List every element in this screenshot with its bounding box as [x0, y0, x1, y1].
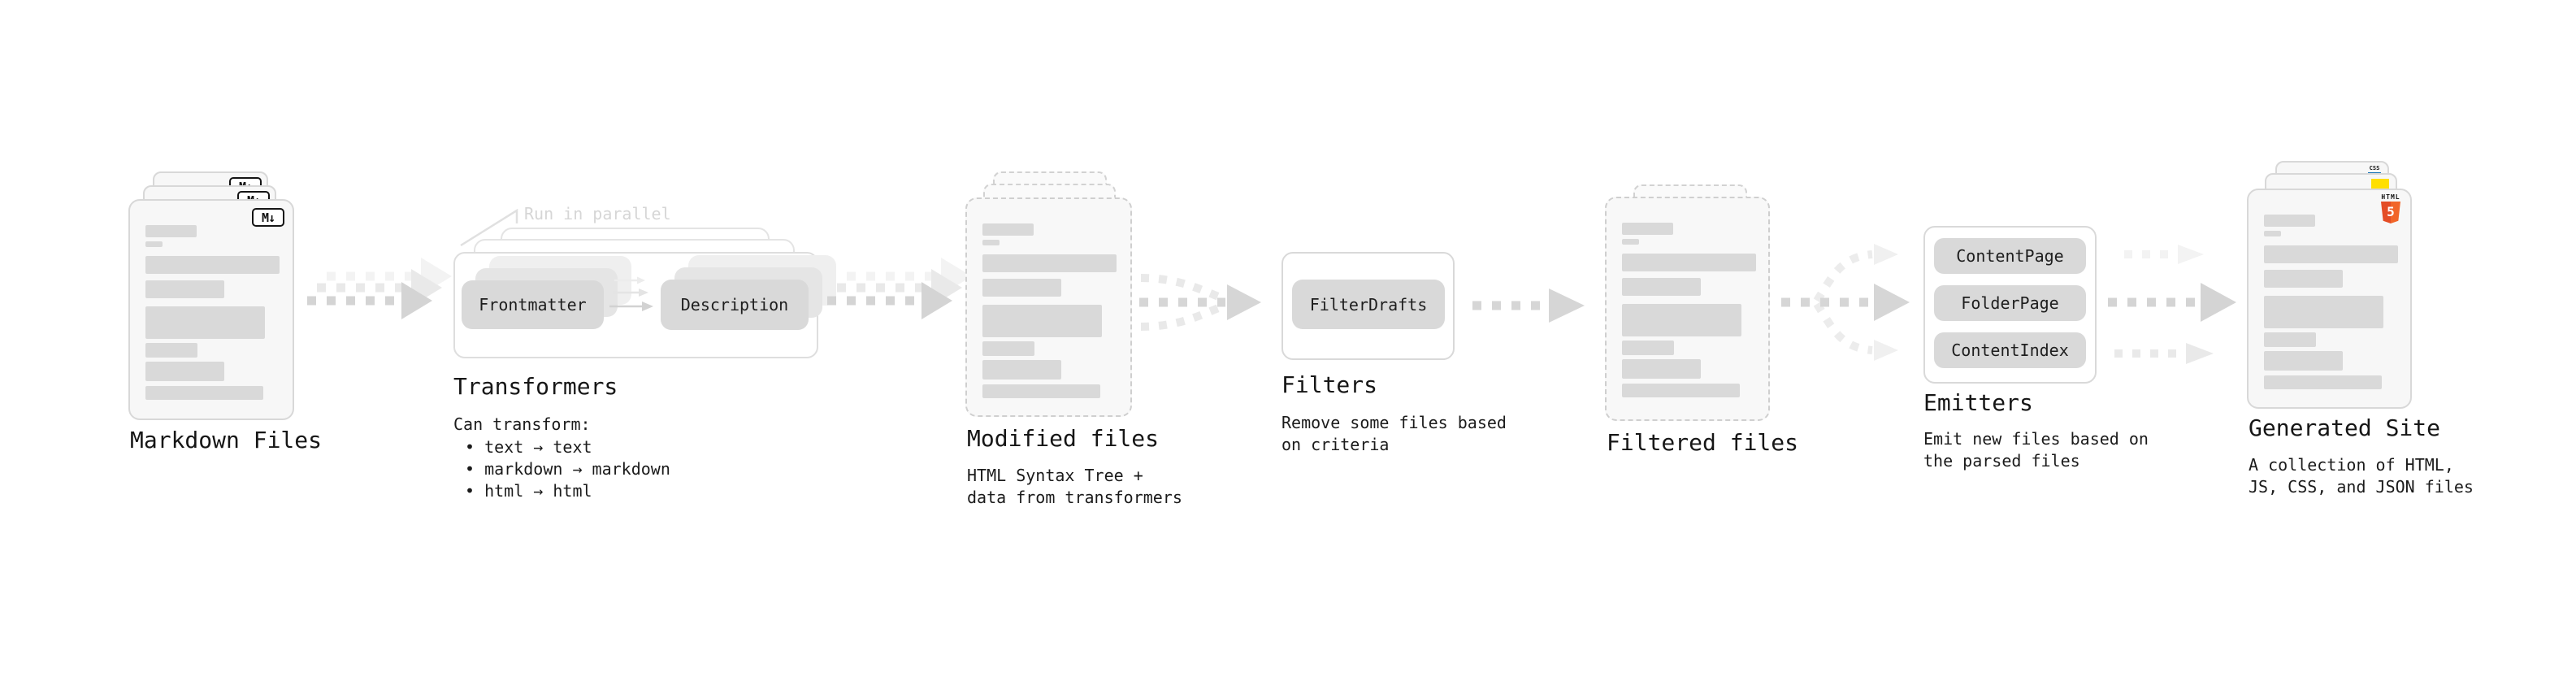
- filtered-file-card: [1605, 197, 1770, 421]
- text-placeholder-bar: [145, 306, 265, 339]
- text-placeholder-bar: [1622, 278, 1701, 296]
- modified-files-description: HTML Syntax Tree + data from transformer…: [967, 466, 1182, 507]
- transform-bullet: • markdown → markdown: [465, 459, 670, 479]
- stage-label-markdown-files: Markdown Files: [130, 427, 323, 453]
- text-placeholder-bar: [982, 341, 1034, 356]
- text-placeholder-bar: [145, 362, 224, 381]
- run-in-parallel-annotation: Run in parallel: [524, 204, 671, 223]
- markdown-icon: M↓: [252, 208, 284, 227]
- generated-site-description: A collection of HTML, JS, CSS, and JSON …: [2249, 455, 2474, 497]
- arrow-markdown-to-transformers-icon: [307, 258, 452, 319]
- text-placeholder-bar: [1622, 223, 1673, 235]
- text-placeholder-bar: [982, 360, 1061, 380]
- parallel-step-arrows-icon: [609, 276, 653, 311]
- text-placeholder-bar: [145, 386, 263, 400]
- emitters-description: Emit new files based on the parsed files: [1923, 429, 2149, 471]
- text-placeholder-bar: [982, 254, 1117, 272]
- filters-description: Remove some files based on criteria: [1281, 413, 1507, 454]
- transformer-description: Description: [661, 280, 809, 330]
- arrow-filters-to-filtered-icon: [1472, 288, 1585, 323]
- stage-label-filters: Filters: [1281, 371, 1378, 398]
- text-placeholder-bar: [1622, 254, 1756, 271]
- text-placeholder-bar: [145, 256, 280, 274]
- text-placeholder-bar: [2264, 375, 2382, 389]
- text-placeholder-bar: [1622, 304, 1741, 336]
- text-placeholder-bar: [982, 240, 1000, 245]
- text-placeholder-bar: [982, 279, 1061, 297]
- filter-filterdrafts: FilterDrafts: [1292, 280, 1445, 329]
- text-placeholder-bar: [145, 225, 197, 237]
- transformer-frontmatter: Frontmatter: [462, 280, 604, 329]
- stage-label-modified-files: Modified files: [967, 425, 1160, 452]
- emitter-folderpage: FolderPage: [1934, 285, 2086, 321]
- stage-label-filtered-files: Filtered files: [1607, 429, 1799, 456]
- transformers-description-title: Can transform:: [453, 414, 591, 434]
- arrow-modified-to-filters-icon: [1139, 274, 1261, 331]
- stage-label-generated-site: Generated Site: [2249, 414, 2441, 441]
- text-placeholder-bar: [2264, 245, 2398, 263]
- emitter-contentindex: ContentIndex: [1934, 332, 2086, 368]
- text-placeholder-bar: [1622, 239, 1639, 245]
- site-file-card-html: HTML 5: [2247, 189, 2412, 409]
- text-placeholder-bar: [1622, 359, 1701, 379]
- text-placeholder-bar: [982, 223, 1034, 236]
- text-placeholder-bar: [145, 280, 224, 298]
- callout-line-icon: [460, 208, 518, 247]
- stage-label-emitters: Emitters: [1923, 389, 2033, 416]
- text-placeholder-bar: [2264, 231, 2281, 236]
- transform-bullet: • html → html: [465, 481, 592, 501]
- text-placeholder-bar: [2264, 351, 2343, 371]
- arrow-transformers-to-modified-icon: [827, 258, 972, 319]
- transform-bullet: • text → text: [465, 437, 592, 457]
- text-placeholder-bar: [2264, 215, 2315, 227]
- markdown-file-card-front: M↓: [128, 199, 294, 420]
- html5-icon: HTML 5: [2380, 193, 2401, 223]
- stage-label-transformers: Transformers: [453, 373, 618, 400]
- text-placeholder-bar: [1622, 384, 1740, 397]
- arrow-emitters-to-site-icon: [2108, 245, 2236, 364]
- text-placeholder-bar: [982, 305, 1102, 337]
- text-placeholder-bar: [2264, 296, 2383, 328]
- text-placeholder-bar: [2264, 332, 2316, 347]
- text-placeholder-bar: [2264, 270, 2343, 288]
- text-placeholder-bar: [982, 384, 1100, 398]
- text-placeholder-bar: [145, 241, 163, 247]
- arrow-filtered-to-emitters-icon: [1781, 244, 1910, 361]
- js-icon: [2371, 179, 2389, 190]
- text-placeholder-bar: [1622, 340, 1674, 355]
- text-placeholder-bar: [145, 343, 197, 358]
- emitter-contentpage: ContentPage: [1934, 238, 2086, 274]
- modified-file-card: [965, 197, 1132, 417]
